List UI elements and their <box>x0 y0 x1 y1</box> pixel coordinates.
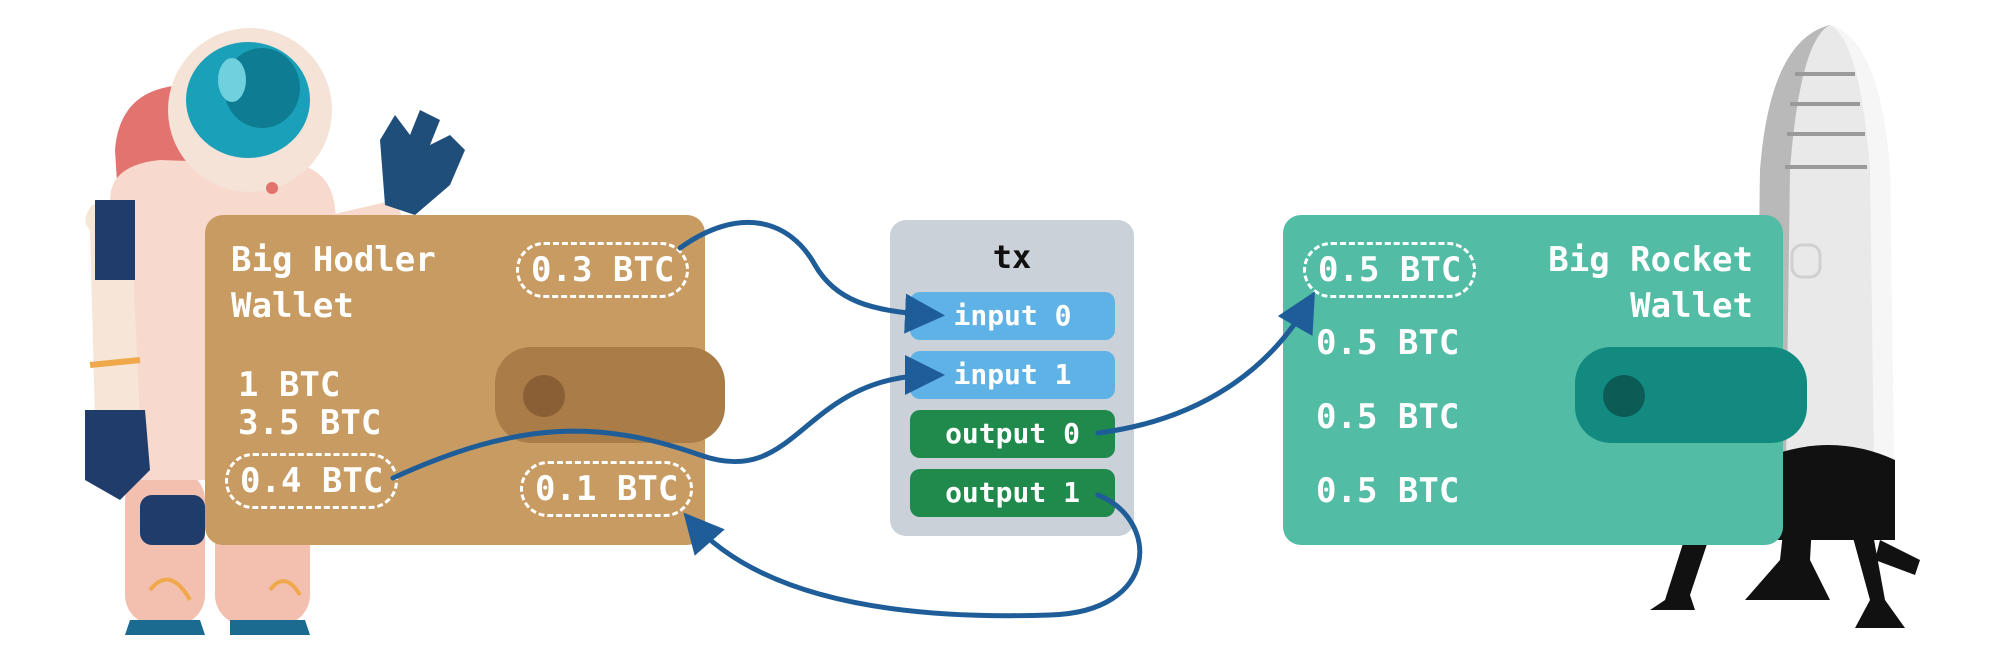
balance-0-5-btc: 0.5 BTC <box>1316 397 1460 437</box>
wallet-clasp <box>495 347 725 443</box>
received-amount-0-5: 0.5 BTC <box>1303 242 1477 298</box>
clasp-button <box>523 375 565 417</box>
wallet-clasp <box>1575 347 1807 443</box>
change-amount-0-1: 0.1 BTC <box>520 461 694 517</box>
tx-title: tx <box>992 238 1032 276</box>
arrow-0-4-to-input-1 <box>390 355 945 481</box>
big-rocket-wallet: Big Rocket Wallet 0.5 BTC 0.5 BTC 0.5 BT… <box>1283 215 1807 545</box>
clasp-button <box>1603 375 1645 417</box>
arrow-output-0-to-0-5 <box>1095 291 1315 436</box>
wallet-title: Big Rocket Wallet <box>1548 240 1753 326</box>
balance-0-5-btc: 0.5 BTC <box>1316 323 1460 363</box>
input-amount-0-4: 0.4 BTC <box>225 453 399 509</box>
balance-0-5-btc: 0.5 BTC <box>1316 471 1460 511</box>
big-hodler-wallet: Big Hodler Wallet 0.3 BTC 1 BTC 3.5 BTC … <box>205 215 725 545</box>
transaction-box: tx input 0 input 1 output 0 output 1 <box>890 220 1134 536</box>
input-amount-0-3: 0.3 BTC <box>516 242 690 298</box>
arrow-0-3-to-input-0 <box>677 219 945 334</box>
balance-3-5-btc: 3.5 BTC <box>238 403 382 443</box>
tx-output-0: output 0 <box>910 410 1115 458</box>
arrow-output-1-to-0-1 <box>683 492 1143 619</box>
wallet-title: Big Hodler Wallet <box>231 240 436 326</box>
tx-output-1: output 1 <box>910 469 1115 517</box>
balance-1-btc: 1 BTC <box>238 365 341 405</box>
